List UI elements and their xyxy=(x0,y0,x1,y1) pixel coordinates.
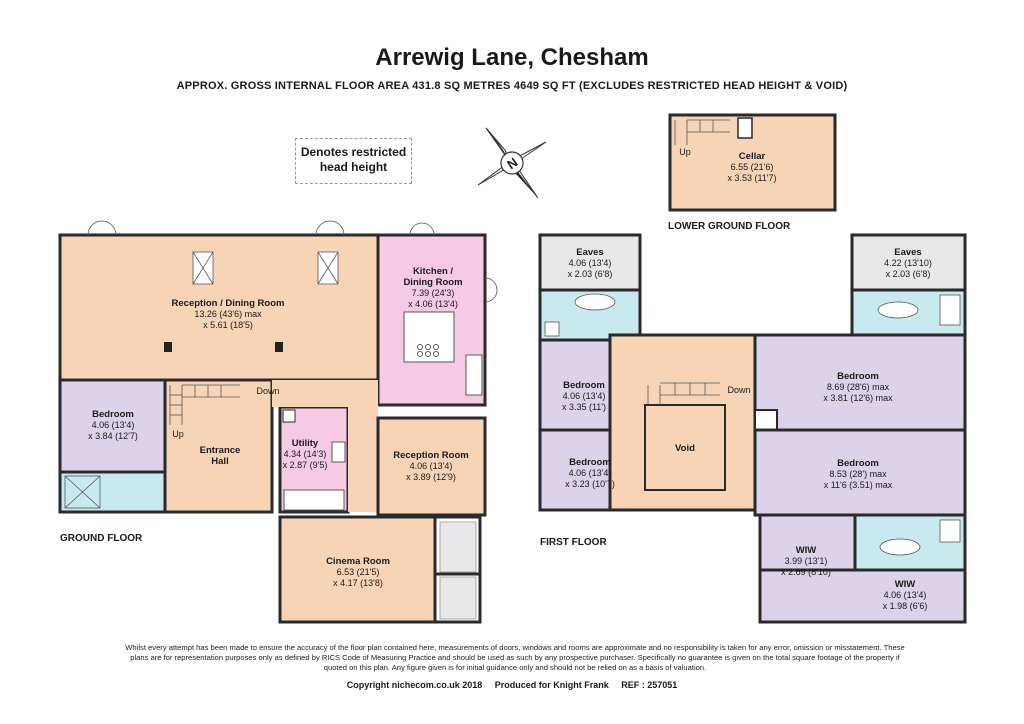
room-labels: Reception / Dining Room 13.26 (43'6) max… xyxy=(88,147,932,611)
wiw-2 xyxy=(758,568,967,624)
entrance-hall xyxy=(163,378,274,514)
gf-stairs xyxy=(169,384,240,425)
entrance-hall-name-1: Entrance xyxy=(200,445,241,456)
eaves-right-dim1: 4.22 (13'10) xyxy=(884,258,932,268)
void-name: Void xyxy=(675,443,695,454)
cellar xyxy=(668,113,837,212)
wiw-2-dim2: x 1.98 (6'6) xyxy=(883,601,928,611)
wiw-1-dim2: x 2.69 (8'10) xyxy=(781,567,831,577)
floor-area-subtitle: APPROX. GROSS INTERNAL FLOOR AREA 431.8 … xyxy=(176,80,848,92)
legend-line-2: head height xyxy=(319,160,388,174)
ground-floor-label: GROUND FLOOR xyxy=(60,533,143,544)
wiw-2-name: WIW xyxy=(895,579,916,590)
eaves-left xyxy=(538,233,642,292)
legend-line-1: Denotes restricted xyxy=(300,145,407,159)
kitchen-sink xyxy=(465,354,483,396)
wiw-1-name: WIW xyxy=(796,545,817,556)
ff-bedroom-1-dim1: 4.06 (13'4) xyxy=(563,391,606,401)
cinema-room xyxy=(278,515,437,624)
gf-stairs-down: Down xyxy=(256,386,279,396)
eaves-left-dim1: 4.06 (13'4) xyxy=(569,258,612,268)
cinema-name: Cinema Room xyxy=(326,556,390,567)
pillars xyxy=(164,342,283,352)
reception-room-dim1: 4.06 (13'4) xyxy=(410,461,453,471)
utility-dim2: x 2.87 (9'5) xyxy=(283,460,328,470)
reception-dining-dim1: 13.26 (43'6) max xyxy=(194,309,262,319)
lower-ground-floor-label: LOWER GROUND FLOOR xyxy=(668,221,791,232)
utility-name: Utility xyxy=(292,438,319,449)
legend-text: Denotes restricted head height xyxy=(296,145,411,175)
hob-icon xyxy=(417,344,439,357)
utility-dim1: 4.34 (14'3) xyxy=(284,449,327,459)
bedroom-right-dim2: x 11'6 (3.51) max xyxy=(824,480,893,490)
copyright-line: Copyright nichecom.co.uk 2018 Produced f… xyxy=(346,680,678,690)
cinema-dim2: x 4.17 (13'8) xyxy=(333,578,383,588)
master-bedroom-name: Bedroom xyxy=(837,371,879,382)
master-bedroom xyxy=(753,333,967,432)
cellar-stairs-up: Up xyxy=(679,147,691,157)
gf-ensuite xyxy=(58,470,167,514)
reception-room xyxy=(376,416,487,517)
eaves-right-name: Eaves xyxy=(894,247,921,258)
kitchen-dim1: 7.39 (24'3) xyxy=(412,288,455,298)
eaves-left-name: Eaves xyxy=(576,247,603,258)
first-floor-plan xyxy=(538,233,967,624)
first-floor-label: FIRST FLOOR xyxy=(540,537,607,548)
bedroom-right-dim1: 8.53 (28') max xyxy=(829,469,887,479)
ff-bedroom-2-dim2: x 3.23 (10'7) xyxy=(565,479,615,489)
gf-bedroom xyxy=(58,378,167,474)
master-bedroom-dim2: x 3.81 (12'6) max xyxy=(823,393,893,403)
kitchen-name-2: Dining Room xyxy=(403,277,462,288)
plan-title: Arrewig Lane, Chesham xyxy=(375,44,649,71)
eaves-right xyxy=(850,233,967,292)
ground-floor-plan xyxy=(58,220,498,624)
compass-icon: N xyxy=(477,127,547,199)
kitchen-island xyxy=(403,311,455,363)
cellar-dim1: 6.55 (21'6) xyxy=(731,162,774,172)
cellar-dim2: x 3.53 (11'7) xyxy=(727,173,776,183)
ff-bedroom-2-name: Bedroom xyxy=(569,457,611,468)
eaves-left-dim2: x 2.03 (6'8) xyxy=(568,269,613,279)
cellar-stairs xyxy=(674,119,730,145)
gf-stairs-up: Up xyxy=(172,429,184,439)
restricted-height-legend: Denotes restricted head height xyxy=(295,138,412,184)
bedroom-right-name: Bedroom xyxy=(837,458,879,469)
ff-stairs xyxy=(647,382,720,405)
reception-dining-name: Reception / Dining Room xyxy=(172,298,285,309)
cinema-dim1: 6.53 (21'5) xyxy=(337,567,380,577)
wiw-1-dim1: 3.99 (13'1) xyxy=(785,556,828,566)
gf-bedroom-dim2: x 3.84 (12'7) xyxy=(88,431,138,441)
reception-dining-dim2: x 5.61 (18'5) xyxy=(203,320,253,330)
rooflights xyxy=(192,251,339,285)
kitchen-name-1: Kitchen / xyxy=(413,266,453,277)
reception-room-dim2: x 3.89 (12'9) xyxy=(406,472,456,482)
ff-bedroom-2-dim1: 4.06 (13'4) xyxy=(569,468,612,478)
master-bedroom-dim1: 8.69 (28'6) max xyxy=(827,382,890,392)
disclaimer: Whilst every attempt has been made to en… xyxy=(125,643,905,672)
eaves-right-dim2: x 2.03 (6'8) xyxy=(886,269,931,279)
ff-stairs-down: Down xyxy=(727,385,750,395)
wiw-2-dim1: 4.06 (13'4) xyxy=(884,590,927,600)
kitchen-dim2: x 4.06 (13'4) xyxy=(408,299,458,309)
reception-room-name: Reception Room xyxy=(393,450,468,461)
ff-bedroom-1-name: Bedroom xyxy=(563,380,605,391)
lower-ground-floor-plan xyxy=(668,113,837,212)
cellar-name: Cellar xyxy=(739,151,766,162)
void xyxy=(644,404,726,491)
bedroom-right xyxy=(753,428,967,517)
gf-bedroom-dim1: 4.06 (13'4) xyxy=(92,420,135,430)
gf-bedroom-name: Bedroom xyxy=(92,409,134,420)
ff-bedroom-1-dim2: x 3.35 (11') xyxy=(562,402,606,412)
entrance-hall-name-2: Hall xyxy=(211,456,228,467)
